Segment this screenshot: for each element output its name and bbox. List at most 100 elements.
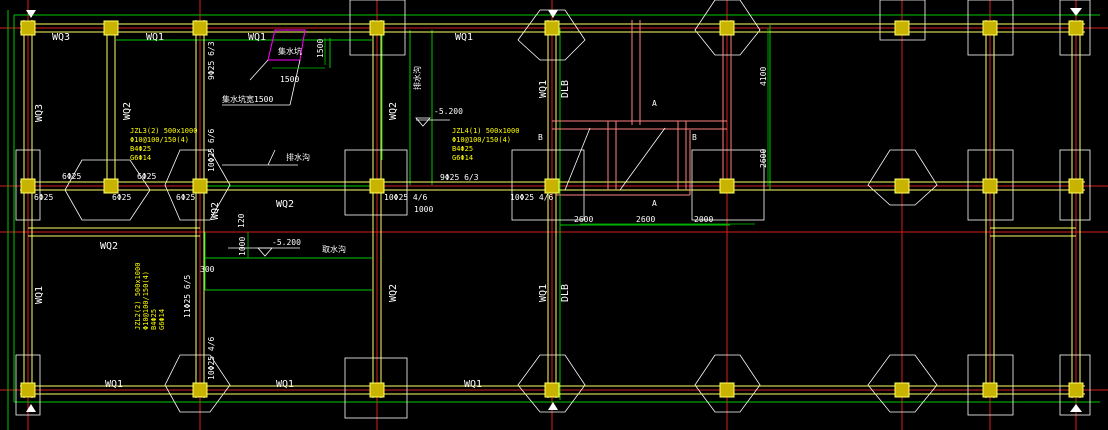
elevation-marker-b <box>257 247 273 257</box>
column <box>103 178 119 194</box>
pit-width-label: 集水坑宽1500 <box>222 94 273 104</box>
wall-label-wq2-col-a: WQ2 <box>122 102 133 120</box>
rebar-label-l: 10Φ25 4/6 <box>207 336 216 380</box>
drain-label-a: 排水沟 <box>286 152 310 162</box>
wall-label-wq2-low: WQ2 <box>100 241 118 252</box>
wall-label-wq2-mid-b: WQ2 <box>210 202 221 220</box>
beam-note-1-line2: Φ10@100/150(4) <box>130 136 189 144</box>
rebar-label-a: 6Φ25 <box>62 172 81 181</box>
column <box>192 178 208 194</box>
column <box>982 382 998 398</box>
dim-1000-a: 1000 <box>414 205 433 214</box>
column <box>894 382 910 398</box>
column <box>192 20 208 36</box>
column <box>20 178 36 194</box>
rebar-label-i: 9Φ25 6/3 <box>440 173 479 182</box>
dim-1500-vertical: 1500 <box>316 39 325 58</box>
column <box>369 178 385 194</box>
wall-label-wq1-bot-c: WQ1 <box>464 379 482 390</box>
wall-label-wq1-top-b: WQ1 <box>248 32 266 43</box>
wall-label-wq2-col-b: WQ2 <box>388 102 399 120</box>
columns <box>20 20 1084 398</box>
column <box>894 20 910 36</box>
dim-1500-horizontal: 1500 <box>280 75 299 84</box>
column <box>544 382 560 398</box>
dim-2000: 2000 <box>694 215 713 224</box>
column <box>544 20 560 36</box>
dim-4100: 4100 <box>759 67 768 86</box>
column <box>544 178 560 194</box>
column <box>894 178 910 194</box>
elevation-label-b: -5.200 <box>272 238 301 247</box>
beam-note-2-line2: Φ10@100/150(4) <box>452 136 511 144</box>
column <box>1068 20 1084 36</box>
beam-note-3-line2: Φ10@100/150(4) <box>142 271 150 330</box>
column <box>1068 178 1084 194</box>
rebar-label-e: 6Φ25 <box>176 193 195 202</box>
wall-label-wq2-mid-a: WQ2 <box>276 199 294 210</box>
beams <box>552 20 732 196</box>
beam-note-1-line3: B4Φ25 <box>130 145 151 153</box>
rebar-label-c: 6Φ25 <box>34 193 53 202</box>
rebar-label-f: 9Φ25 6/3 <box>207 41 216 80</box>
dim-120: 120 <box>237 213 246 228</box>
wall-label-wq3-side: WQ3 <box>34 104 45 122</box>
beam-note-3-line3: B4Φ25 <box>150 309 158 330</box>
foundation-outline <box>7 10 1100 430</box>
beam-note-3-line1: JZL2(2) 500x1000 <box>134 263 142 330</box>
wall-label-wq1-top-a: WQ1 <box>146 32 164 43</box>
dim-2600-a: 2600 <box>574 215 593 224</box>
beam-note-3-line4: G6Φ14 <box>158 309 166 330</box>
section-a-bottom: A <box>652 199 657 208</box>
section-b-right: B <box>692 133 697 142</box>
dimension-lines <box>247 28 769 258</box>
drain-label-b: 排水沟 <box>412 66 422 90</box>
wall-label-dlb-b: DLB <box>560 284 571 302</box>
wall-label-dlb-a: DLB <box>560 80 571 98</box>
dim-2600-b: 2600 <box>636 215 655 224</box>
wall-label-wq1-side-a: WQ1 <box>34 286 45 304</box>
column <box>719 382 735 398</box>
beam-note-2-line4: G6Φ14 <box>452 154 473 162</box>
rebar-label-j: 10Φ25 6/6 <box>207 128 216 172</box>
column <box>192 382 208 398</box>
section-b-left: B <box>538 133 543 142</box>
dim-1000-b: 1000 <box>238 237 247 256</box>
dim-300: 300 <box>200 265 215 274</box>
column <box>719 178 735 194</box>
wall-label-wq1-side-c: WQ1 <box>538 284 549 302</box>
column <box>20 20 36 36</box>
rebar-label-b: 6Φ25 <box>137 172 156 181</box>
rebar-label-h: 10Φ25 4/6 <box>510 193 554 202</box>
elevation-marker-a <box>415 117 431 127</box>
wall-label-wq2-mid-c: WQ2 <box>388 284 399 302</box>
wall-label-wq1-side-b: WQ1 <box>538 80 549 98</box>
dim-2600-vertical: 2600 <box>759 149 768 168</box>
wall-label-wq1-bot-b: WQ1 <box>276 379 294 390</box>
column <box>719 20 735 36</box>
rebar-label-g: 10Φ25 4/6 <box>384 193 428 202</box>
column <box>982 178 998 194</box>
drain-label-c: 取水沟 <box>322 244 346 254</box>
beam-note-2-line1: JZL4(1) 500x1000 <box>452 127 519 135</box>
pile-caps <box>15 0 1091 419</box>
column <box>369 382 385 398</box>
elevation-label-a: -5.200 <box>434 107 463 116</box>
wall-label-wq1-top-c: WQ1 <box>455 32 473 43</box>
wall-label-wq1-bot-a: WQ1 <box>105 379 123 390</box>
column <box>369 20 385 36</box>
axis-markers <box>26 8 1082 412</box>
column <box>103 20 119 36</box>
beam-note-1-line1: JZL3(2) 500x1000 <box>130 127 197 135</box>
column <box>1068 382 1084 398</box>
column <box>20 382 36 398</box>
section-a-top: A <box>652 99 657 108</box>
wall-label-wq3-top: WQ3 <box>52 32 70 43</box>
column <box>982 20 998 36</box>
pit-label: 集水坑 <box>278 46 302 56</box>
beam-note-2-line3: B4Φ25 <box>452 145 473 153</box>
rebar-label-k: 11Φ25 6/5 <box>183 274 192 318</box>
